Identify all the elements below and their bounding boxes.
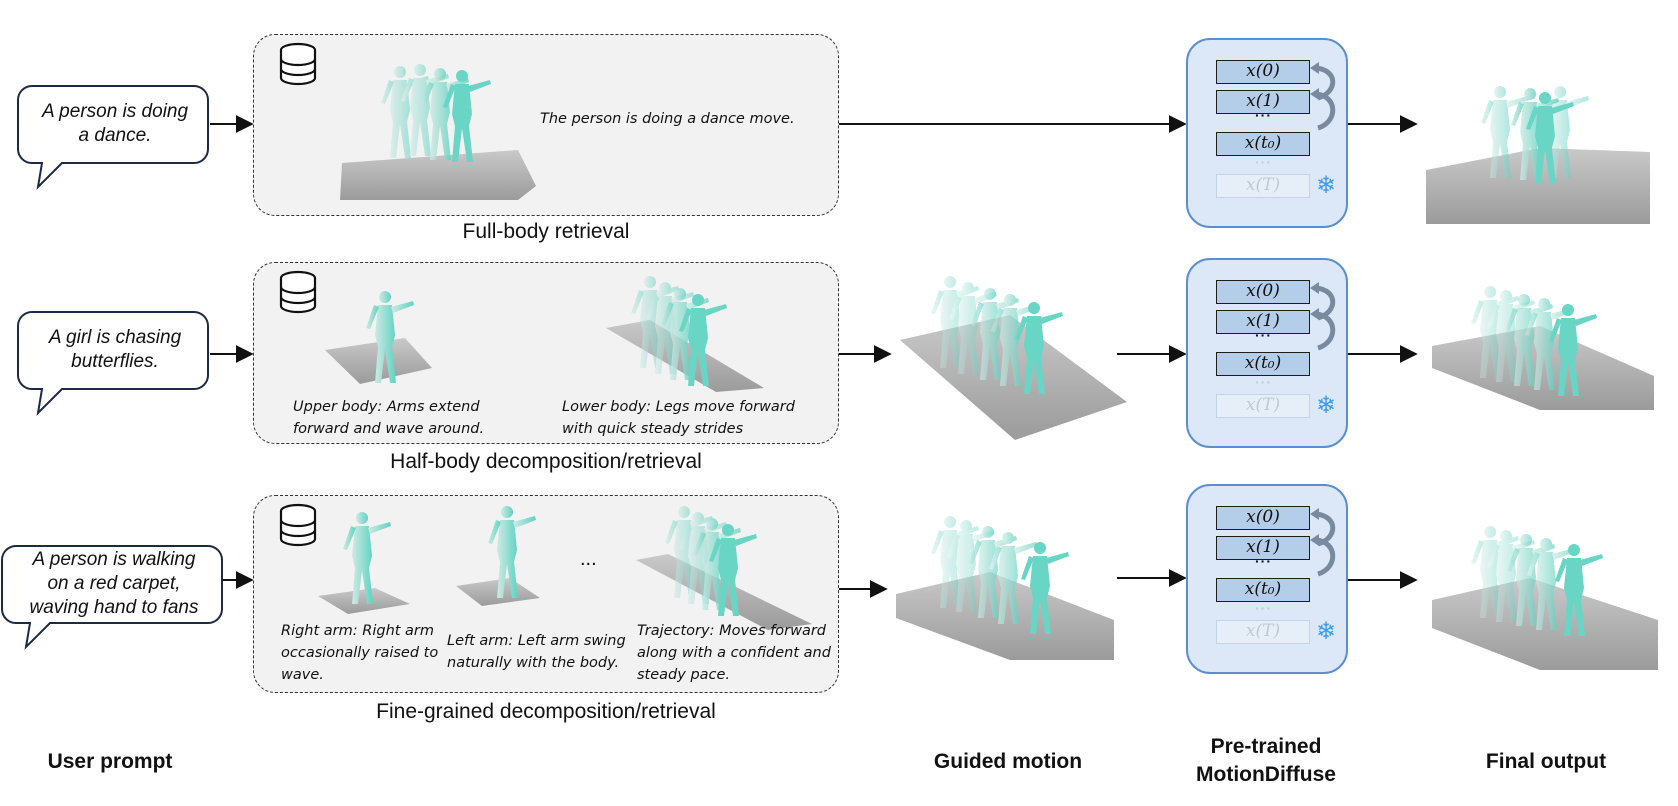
final-output-render-3 — [1432, 526, 1658, 670]
guided-motion-render-3 — [896, 516, 1114, 660]
step-ellipsis: ··· — [1255, 327, 1272, 343]
snowflake-icon: ❄ — [1316, 392, 1337, 419]
label-user-prompt: User prompt — [47, 750, 173, 773]
step-ellipsis: ··· — [1255, 107, 1272, 123]
diffusion-step-x0: x(0) — [1216, 506, 1310, 530]
final-output-render-1 — [1426, 86, 1650, 224]
step-ellipsis-faded: ··· — [1255, 154, 1272, 170]
description-left-arm: Left arm: Left arm swing naturally with … — [447, 633, 626, 671]
retrieval-label-halfbody: Half-body decomposition/retrieval — [390, 450, 702, 473]
label-pretrained-motiondiffuse: Pre-trained MotionDiffuse — [1196, 735, 1336, 786]
prompt-text-2: A girl is chasing butterflies. — [48, 327, 182, 372]
snowflake-icon: ❄ — [1316, 618, 1337, 645]
step-ellipsis-faded: ··· — [1255, 600, 1272, 616]
prompt-text-1: A person is doing a dance. — [41, 101, 189, 146]
label-guided-motion: Guided motion — [933, 750, 1083, 773]
prompt-bubble-1 — [17, 85, 209, 190]
motiondiffuse-box-3: x(0) x(1) ··· x(t₀) ··· x(T) ❄ — [1186, 484, 1348, 674]
curved-arrow-icon — [1310, 282, 1336, 351]
diffusion-step-xt0: x(t₀) — [1216, 132, 1310, 156]
description-trajectory: Trajectory: Moves forward along with a c… — [637, 623, 831, 683]
prompt-bubble-2 — [17, 311, 209, 416]
motiondiffuse-box-2: x(0) x(1) ··· x(t₀) ··· x(T) ❄ — [1186, 258, 1348, 448]
description-lower-body: Lower body: Legs move forward with quick… — [562, 399, 795, 437]
description-upper-body: Upper body: Arms extend forward and wave… — [293, 399, 485, 437]
diffusion-step-xt0: x(t₀) — [1216, 578, 1310, 602]
snowflake-icon: ❄ — [1316, 172, 1337, 199]
label-final-output: Final output — [1485, 750, 1607, 773]
diffusion-step-xT: x(T) — [1216, 620, 1310, 644]
prompt-bubble-3 — [1, 545, 223, 650]
diffusion-step-x1: x(1) — [1216, 90, 1310, 114]
prompt-text-3: A person is walking on a red carpet, wav… — [29, 549, 199, 618]
retrieval-panel-fullbody — [253, 34, 839, 216]
diffusion-step-x1: x(1) — [1216, 310, 1310, 334]
step-ellipsis-faded: ··· — [1255, 374, 1272, 390]
diffusion-step-x0: x(0) — [1216, 60, 1310, 84]
diffusion-step-x1: x(1) — [1216, 536, 1310, 560]
description-fullbody: The person is doing a dance move. — [540, 111, 795, 127]
diffusion-step-xT: x(T) — [1216, 174, 1310, 198]
step-ellipsis: ··· — [1255, 553, 1272, 569]
description-right-arm: Right arm: Right arm occasionally raised… — [281, 623, 439, 683]
diffusion-step-xt0: x(t₀) — [1216, 352, 1310, 376]
curved-arrow-icon — [1310, 508, 1336, 577]
final-output-render-2 — [1432, 286, 1654, 410]
diffusion-step-x0: x(0) — [1216, 280, 1310, 304]
retrieval-label-finegrained: Fine-grained decomposition/retrieval — [376, 700, 716, 723]
diffusion-step-xT: x(T) — [1216, 394, 1310, 418]
motiondiffuse-box-1: x(0) x(1) ··· x(t₀) ··· x(T) ❄ — [1186, 38, 1348, 228]
retrieval-label-fullbody: Full-body retrieval — [462, 220, 630, 243]
curved-arrow-icon — [1310, 62, 1336, 131]
guided-motion-render-2 — [900, 276, 1127, 440]
ellipsis-more-parts: ... — [580, 548, 597, 570]
